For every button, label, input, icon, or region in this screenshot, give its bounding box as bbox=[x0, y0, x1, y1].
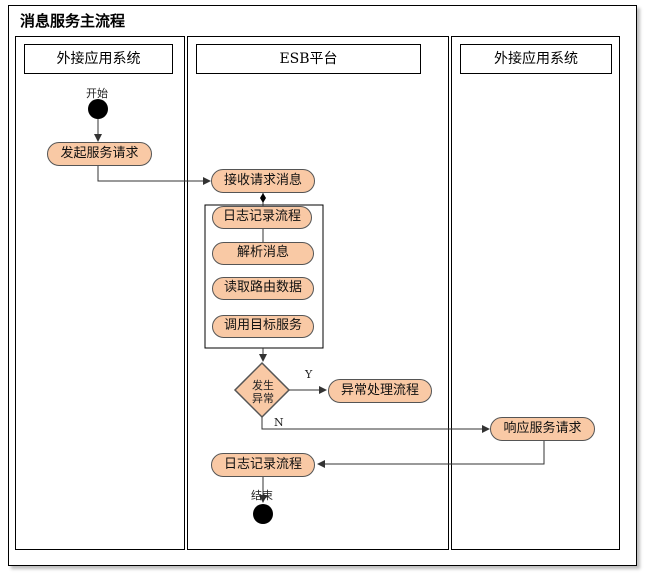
node-initiate-request: 发起服务请求 bbox=[47, 142, 152, 166]
decision-label-line1: 发生 bbox=[252, 379, 274, 392]
connector-diamond bbox=[260, 193, 266, 203]
subprocess-container bbox=[204, 204, 324, 349]
node-log-2: 日志记录流程 bbox=[211, 453, 315, 477]
edge-initiate-receive bbox=[97, 166, 211, 185]
decision-label-line2: 异常 bbox=[252, 392, 274, 405]
lane-header-right: 外接应用系统 bbox=[460, 44, 612, 74]
end-node bbox=[253, 504, 273, 524]
node-respond-request: 响应服务请求 bbox=[490, 417, 595, 441]
node-invoke-service: 调用目标服务 bbox=[212, 315, 314, 338]
end-label: 结束 bbox=[251, 489, 273, 502]
lane-header-left: 外接应用系统 bbox=[24, 44, 173, 74]
start-label: 开始 bbox=[86, 87, 108, 100]
lane-left bbox=[15, 36, 185, 550]
node-read-route: 读取路由数据 bbox=[212, 277, 314, 300]
edge-respond-log2 bbox=[317, 441, 545, 468]
edge-decision-respond bbox=[261, 417, 490, 433]
start-node bbox=[88, 99, 108, 119]
diagram-title: 消息服务主流程 bbox=[20, 12, 126, 30]
edge-label-yes: Y bbox=[305, 368, 313, 381]
node-exception-handling: 异常处理流程 bbox=[328, 379, 432, 403]
lane-header-middle: ESB平台 bbox=[196, 44, 421, 74]
node-parse-message: 解析消息 bbox=[212, 242, 314, 265]
edge-label-no: N bbox=[274, 416, 284, 429]
node-log-1: 日志记录流程 bbox=[212, 206, 312, 229]
node-receive-message: 接收请求消息 bbox=[211, 169, 315, 193]
